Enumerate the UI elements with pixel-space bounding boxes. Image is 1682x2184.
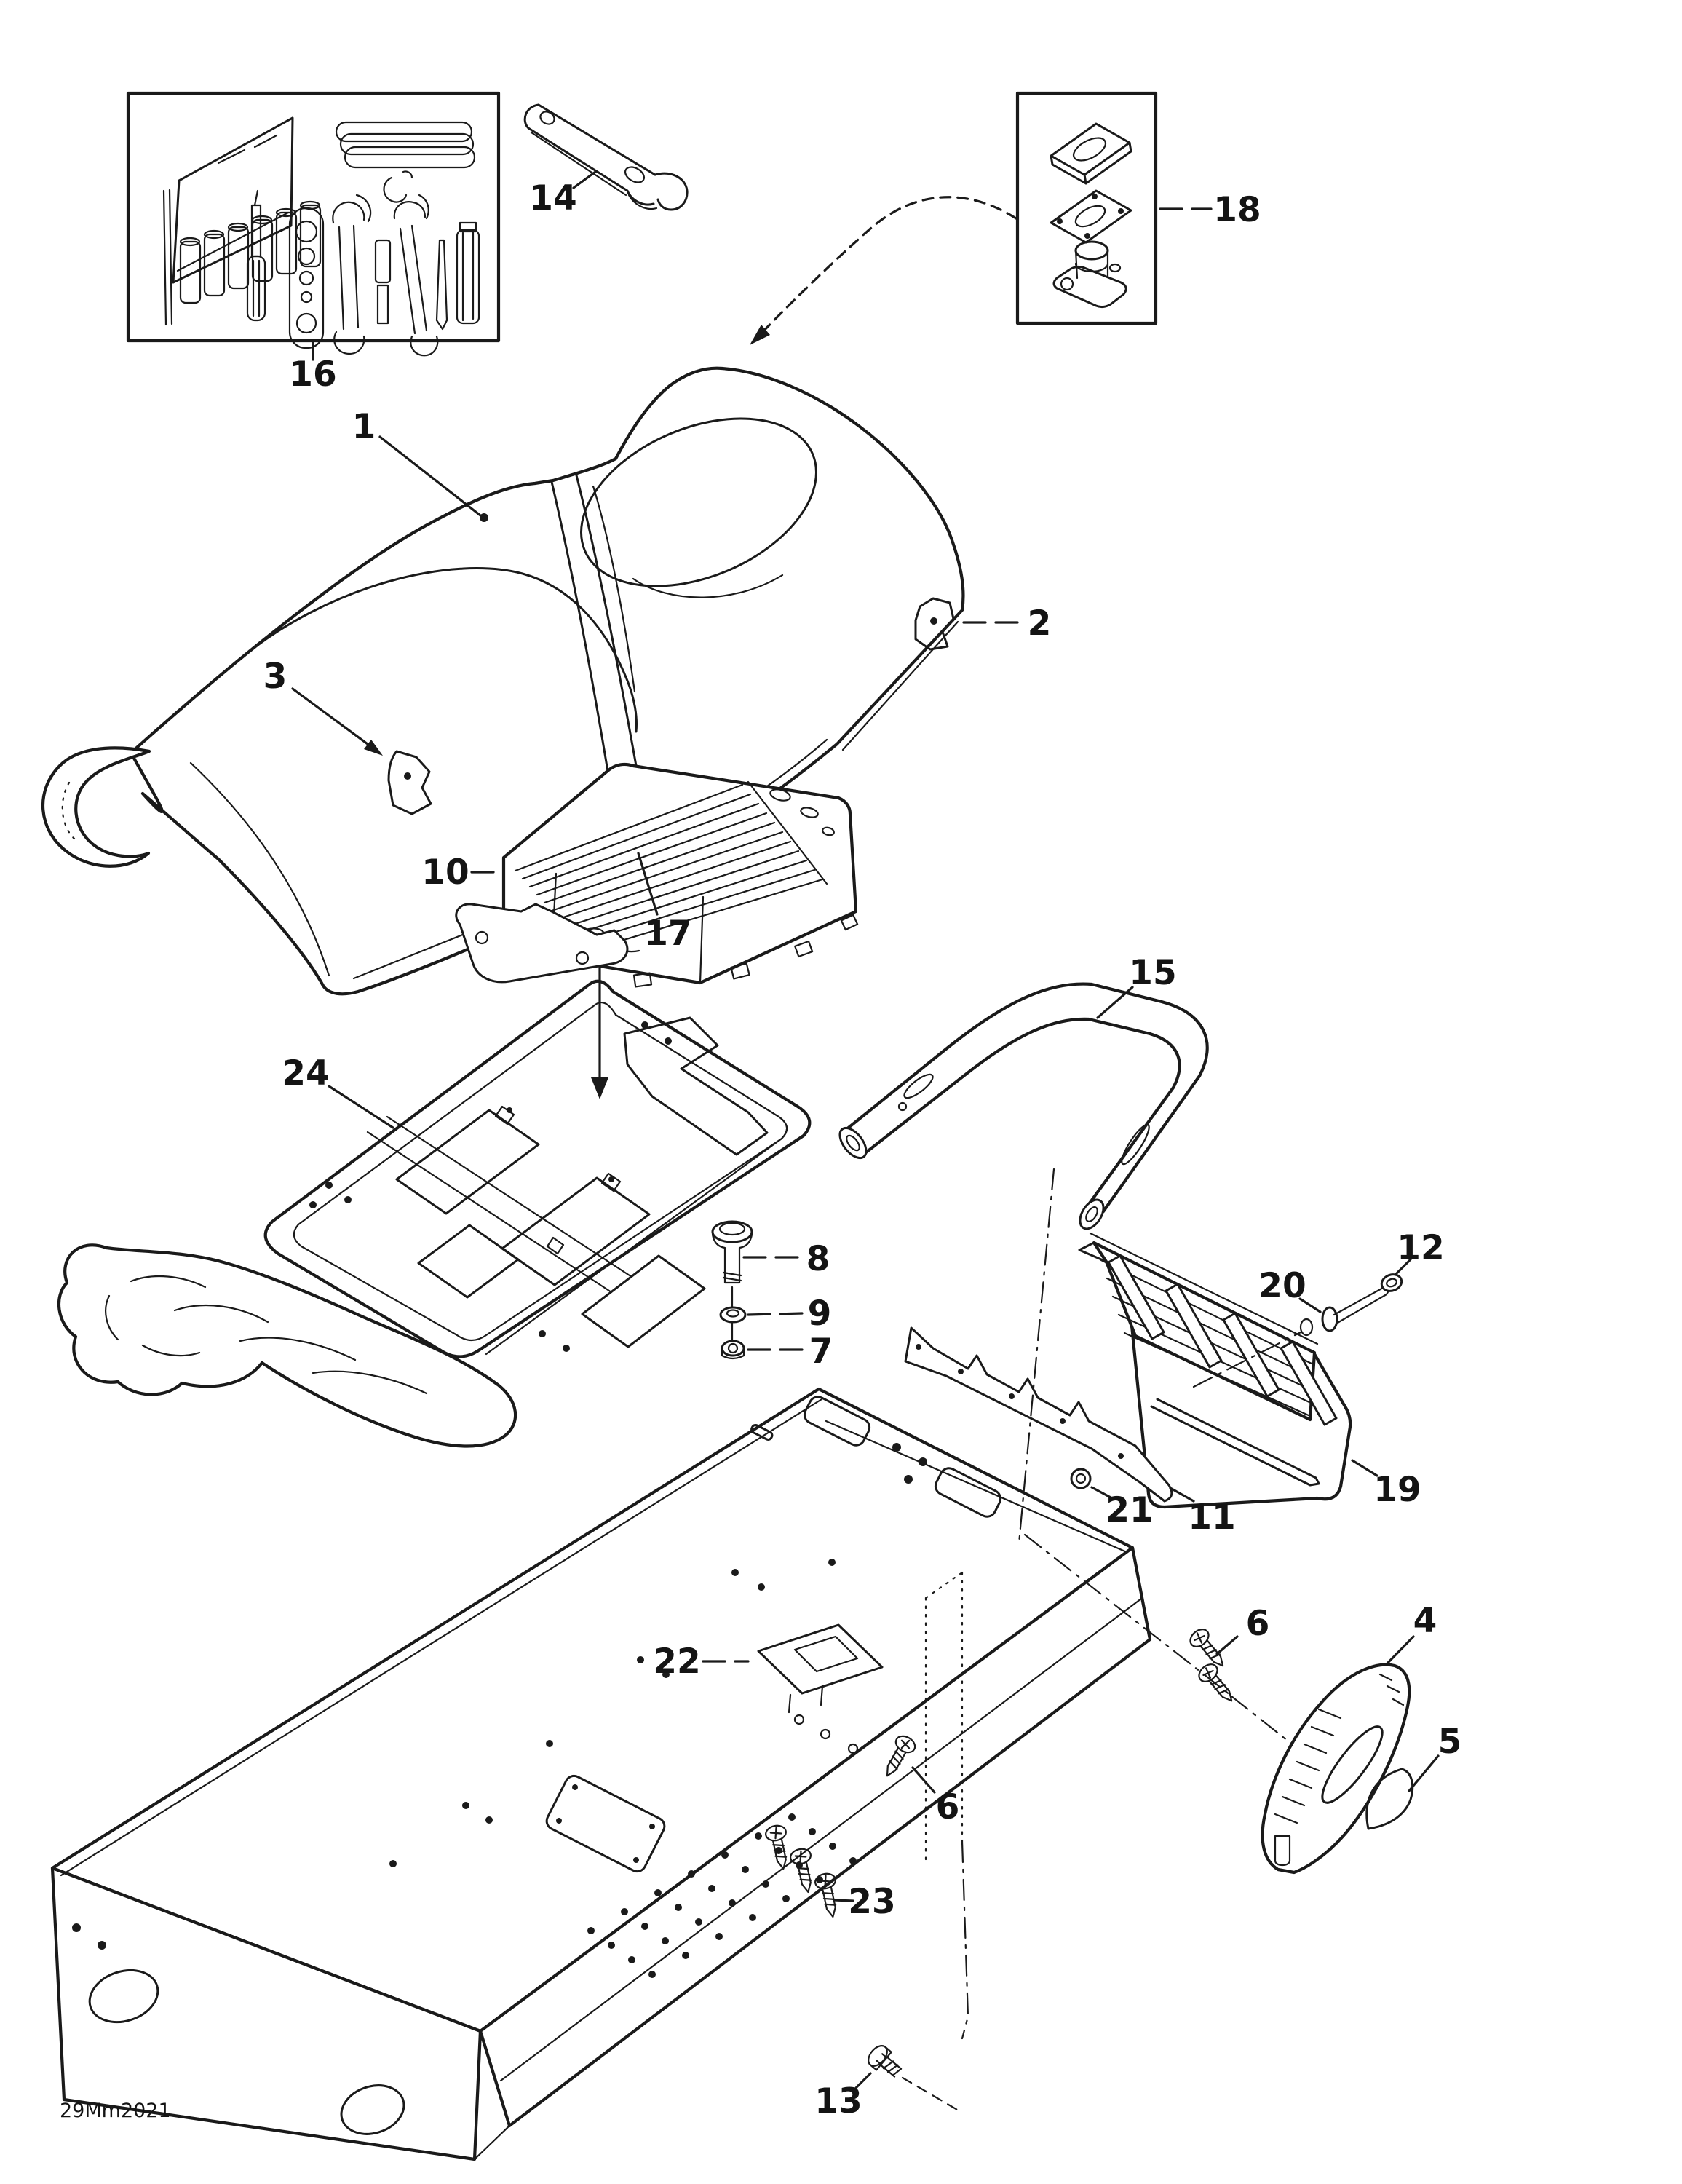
storage-box-ribs [514, 783, 824, 952]
flap-washer-21 [1070, 1468, 1092, 1489]
callout-9-label: 9 [808, 1294, 832, 1334]
callout-15-label: 15 [1129, 953, 1176, 993]
callout-23-label: 23 [848, 1882, 895, 1922]
spanner-wrench [523, 103, 689, 211]
tool-kit-contents [162, 116, 480, 357]
callout-19-label: 19 [1373, 1470, 1421, 1510]
latch-kit-arrow [750, 196, 1017, 345]
callout-7-label: 7 [809, 1332, 833, 1372]
callout-20-label: 20 [1258, 1266, 1306, 1306]
callout-labels: 1 2 3 4 5 6 6 7 8 9 10 11 12 13 14 15 16… [263, 178, 1462, 2121]
bolt-13 [863, 2041, 906, 2083]
callout-3-label: 3 [263, 657, 287, 697]
o-ring [1380, 1273, 1403, 1292]
storage-box-bracket [455, 903, 629, 984]
callout-2-label: 2 [1028, 604, 1052, 644]
washer-9 [719, 1306, 747, 1324]
callout-24-label: 24 [282, 1053, 329, 1093]
hinge-strip [904, 1326, 1173, 1503]
seat-nose-hook [41, 746, 151, 868]
support-pad [757, 1623, 884, 1754]
grab-handle-bar [838, 982, 1209, 1230]
callout-12-label: 12 [1397, 1228, 1444, 1268]
leader-lines [291, 170, 1440, 2091]
handle-grip [1261, 1663, 1411, 1875]
nut-7 [721, 1340, 745, 1360]
callout-1-label: 1 [352, 407, 376, 447]
drawing-code: 29Mm2021 [60, 2100, 171, 2122]
callout-6a-label: 6 [936, 1787, 960, 1827]
callout-4-label: 4 [1413, 1601, 1437, 1641]
callout-18-label: 18 [1213, 190, 1261, 230]
shoulder-bolt [711, 1220, 753, 1284]
callout-13-label: 13 [814, 2081, 862, 2121]
seat-base-plate [263, 979, 812, 1358]
tool-kit-handle-coil [335, 121, 476, 169]
callout-11-label: 11 [1188, 1497, 1235, 1538]
callout-16-label: 16 [289, 355, 336, 395]
tool-kit-box [126, 91, 501, 357]
callout-17-label: 17 [644, 914, 691, 954]
callout-21-label: 21 [1106, 1490, 1153, 1530]
callout-5-label: 5 [1438, 1722, 1462, 1762]
tunnel [50, 1387, 1152, 2161]
latch-kit-box [1015, 91, 1158, 325]
callout-10-label: 10 [421, 852, 469, 893]
callout-14-label: 14 [529, 178, 576, 218]
strap-anchor-tab [387, 750, 432, 815]
callout-6b-label: 6 [1246, 1604, 1270, 1644]
seat-front-upholstery [57, 1243, 517, 1448]
clevis-pin [1192, 1286, 1390, 1388]
vent-grille [1078, 1232, 1338, 1426]
storage-box [455, 762, 859, 988]
storage-box-arrow [591, 967, 608, 1099]
screws-6-grip [1186, 1625, 1240, 1709]
callout-22-label: 22 [653, 1642, 700, 1682]
reflector [1365, 1768, 1414, 1830]
hidden-outline [924, 1571, 964, 1865]
callout-8-label: 8 [806, 1239, 830, 1279]
